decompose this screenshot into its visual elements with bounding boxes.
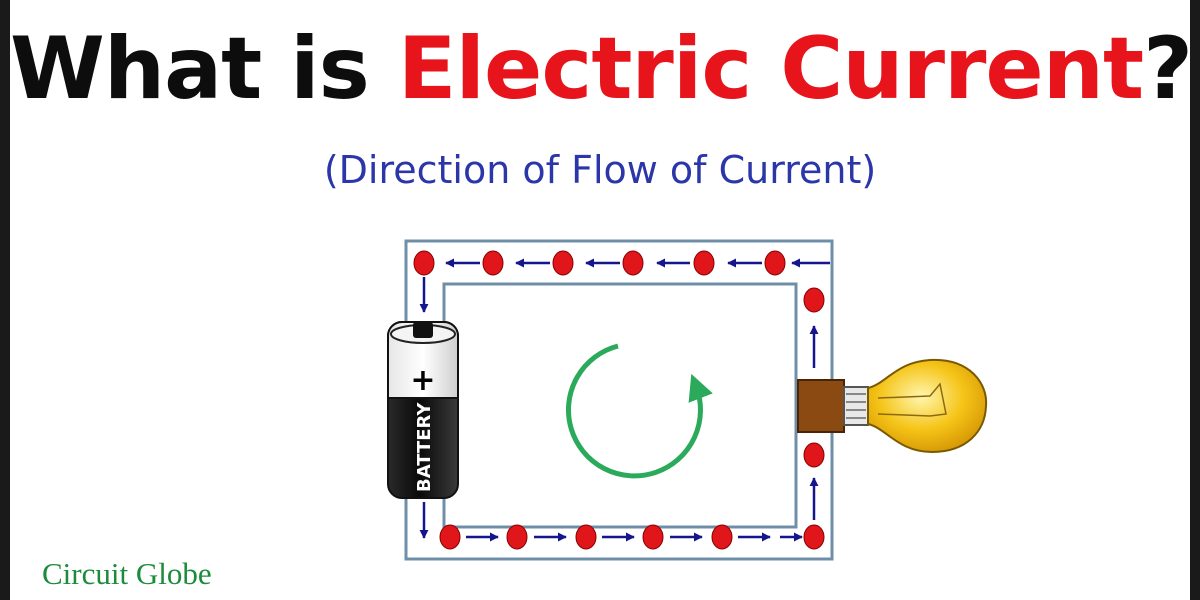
electron-icon: [439, 524, 461, 550]
battery-icon: + BATTERY: [387, 321, 459, 499]
electron-icon: [711, 524, 733, 550]
page-title: What is Electric Current?: [10, 14, 1193, 124]
electron-icon: [803, 524, 825, 550]
right-electrons: [803, 287, 825, 468]
electron-icon: [552, 250, 574, 276]
inner-wire: [442, 282, 798, 529]
electron-icon: [803, 442, 825, 468]
electron-icon: [413, 250, 435, 276]
outer-wire: [404, 239, 834, 561]
brand-watermark: Circuit Globe: [42, 556, 212, 591]
page-frame: What is Electric Current? (Direction of …: [10, 0, 1193, 600]
battery-label: BATTERY: [414, 402, 435, 492]
electron-icon: [642, 524, 664, 550]
subtitle: (Direction of Flow of Current): [323, 148, 877, 192]
electron-icon: [693, 250, 715, 276]
title-part-what-is: What is: [10, 19, 398, 119]
top-electrons: [413, 250, 786, 276]
circular-flow-arrow-icon: [565, 343, 713, 479]
battery-plus-sign: +: [410, 363, 435, 398]
bottom-electrons: [439, 524, 825, 550]
title-part-electric-current: Electric Current: [397, 19, 1144, 119]
electron-icon: [803, 287, 825, 313]
electron-icon: [506, 524, 528, 550]
electron-icon: [575, 524, 597, 550]
circuit-diagram: + BATTERY: [387, 239, 988, 561]
title-part-question-mark: ?: [1143, 19, 1193, 119]
light-bulb-icon: [797, 358, 988, 454]
electron-icon: [622, 250, 644, 276]
electron-icon: [482, 250, 504, 276]
electron-icon: [764, 250, 786, 276]
